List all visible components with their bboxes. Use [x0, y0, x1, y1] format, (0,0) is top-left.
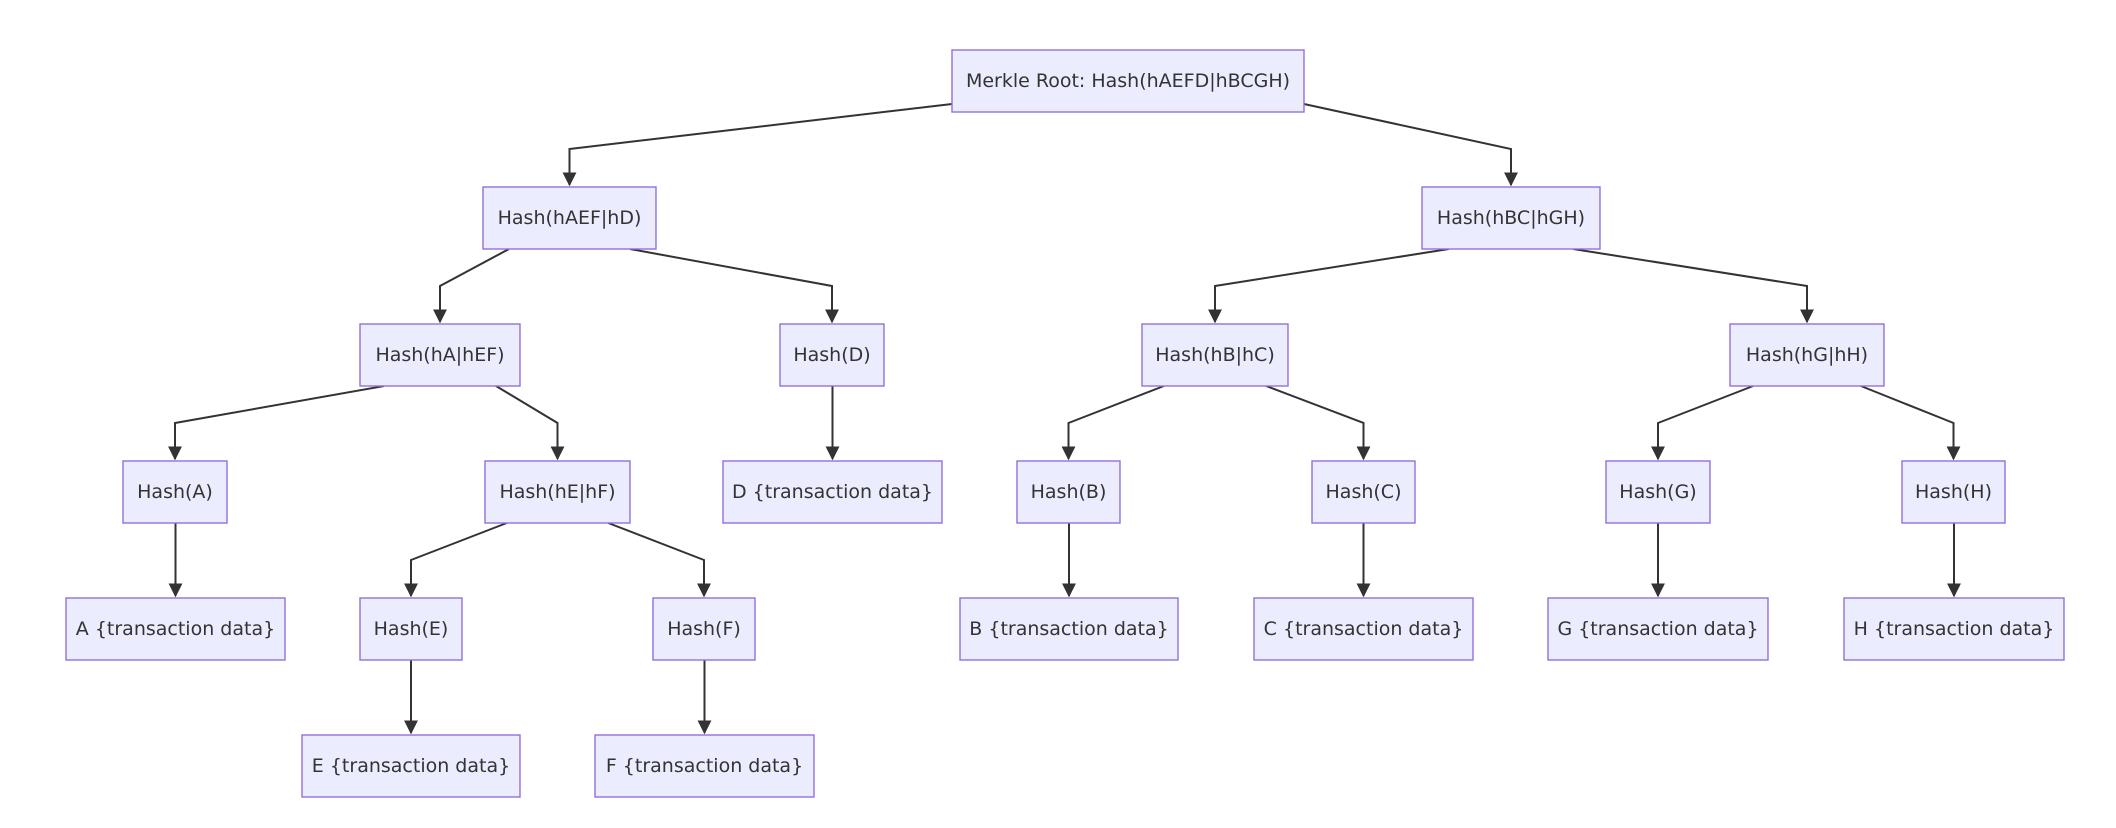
node-box-B [959, 597, 1179, 661]
edge-hGH-to-hG [1651, 385, 1754, 461]
node-F: F {transaction data} [594, 734, 815, 798]
node-label-F: F {transaction data} [606, 755, 803, 777]
node-box-H [1843, 597, 2065, 661]
node-box-hBC [1141, 323, 1289, 387]
node-box-hH [1901, 460, 2006, 524]
edge-hAEFD-to-hAEF [433, 248, 510, 324]
edge-hBC-to-hB [1061, 385, 1165, 461]
node-label-hGH: Hash(hG|hH) [1746, 344, 1868, 366]
node-box-hAEFD [482, 186, 657, 250]
node-hEF: Hash(hE|hF) [484, 460, 631, 524]
edge-hGH-to-hH [1860, 385, 1961, 461]
node-label-hAEFD: Hash(hAEF|hD) [498, 207, 642, 229]
node-D: D {transaction data} [722, 460, 943, 524]
node-label-C: C {transaction data} [1264, 618, 1464, 640]
node-G: G {transaction data} [1547, 597, 1769, 661]
node-label-D: D {transaction data} [732, 481, 933, 503]
node-box-hG [1605, 460, 1711, 524]
edge-root-to-hBCGH [1303, 103, 1518, 187]
node-box-hGH [1729, 323, 1885, 387]
edge-hBC-to-hC [1265, 385, 1371, 461]
node-label-hAEF: Hash(hA|hEF) [375, 344, 504, 366]
node-hA: Hash(A) [122, 460, 228, 524]
node-box-hD [779, 323, 885, 387]
node-hF: Hash(F) [652, 597, 756, 661]
node-box-hF [652, 597, 756, 661]
node-hD: Hash(D) [779, 323, 885, 387]
node-hAEF: Hash(hA|hEF) [359, 323, 521, 387]
node-hC: Hash(C) [1311, 460, 1416, 524]
node-B: B {transaction data} [959, 597, 1179, 661]
node-label-hG: Hash(G) [1619, 481, 1696, 503]
node-box-C [1253, 597, 1474, 661]
node-label-hEF: Hash(hE|hF) [499, 481, 615, 503]
node-hH: Hash(H) [1901, 460, 2006, 524]
edge-hEF-to-hF [607, 522, 711, 598]
node-box-hEF [484, 460, 631, 524]
node-H: H {transaction data} [1843, 597, 2065, 661]
node-hB: Hash(B) [1016, 460, 1121, 524]
node-root: Merkle Root: Hash(hAEFD|hBCGH) [951, 49, 1305, 113]
node-hBC: Hash(hB|hC) [1141, 323, 1289, 387]
node-label-A: A {transaction data} [76, 618, 275, 640]
node-hE: Hash(E) [359, 597, 463, 661]
node-label-hF: Hash(F) [667, 618, 741, 640]
node-box-A [65, 597, 286, 661]
edge-hAEFD-to-hD [629, 248, 839, 324]
node-A: A {transaction data} [65, 597, 286, 661]
node-label-hD: Hash(D) [793, 344, 870, 366]
node-hAEFD: Hash(hAEF|hD) [482, 186, 657, 250]
node-E: E {transaction data} [301, 734, 521, 798]
node-hGH: Hash(hG|hH) [1729, 323, 1885, 387]
node-label-E: E {transaction data} [312, 755, 510, 777]
edge-hAEF-to-hEF [495, 385, 565, 461]
node-box-hA [122, 460, 228, 524]
edge-hBCGH-to-hGH [1573, 248, 1814, 324]
edges-layer [168, 103, 1961, 735]
node-label-hBC: Hash(hB|hC) [1155, 344, 1274, 366]
edge-root-to-hAEFD [562, 103, 953, 187]
node-label-hA: Hash(A) [137, 481, 213, 503]
node-box-root [951, 49, 1305, 113]
node-label-root: Merkle Root: Hash(hAEFD|hBCGH) [966, 70, 1290, 92]
node-box-hE [359, 597, 463, 661]
node-box-E [301, 734, 521, 798]
node-label-H: H {transaction data} [1854, 618, 2055, 640]
node-box-hB [1016, 460, 1121, 524]
edge-hAEF-to-hA [168, 385, 385, 461]
node-hBCGH: Hash(hBC|hGH) [1421, 186, 1601, 250]
edge-hBCGH-to-hBC [1208, 248, 1449, 324]
nodes-layer: Merkle Root: Hash(hAEFD|hBCGH) Hash(hAEF|… [65, 49, 2065, 798]
node-box-D [722, 460, 943, 524]
node-label-hH: Hash(H) [1915, 481, 1992, 503]
edge-hEF-to-hE [404, 522, 508, 598]
node-box-F [594, 734, 815, 798]
node-box-G [1547, 597, 1769, 661]
node-label-hBCGH: Hash(hBC|hGH) [1437, 207, 1585, 229]
node-label-G: G {transaction data} [1557, 618, 1758, 640]
node-C: C {transaction data} [1253, 597, 1474, 661]
node-label-hE: Hash(E) [374, 618, 449, 640]
node-box-hC [1311, 460, 1416, 524]
node-box-hBCGH [1421, 186, 1601, 250]
node-box-hAEF [359, 323, 521, 387]
node-hG: Hash(G) [1605, 460, 1711, 524]
node-label-hC: Hash(C) [1326, 481, 1402, 503]
node-label-hB: Hash(B) [1031, 481, 1107, 503]
node-label-B: B {transaction data} [969, 618, 1168, 640]
